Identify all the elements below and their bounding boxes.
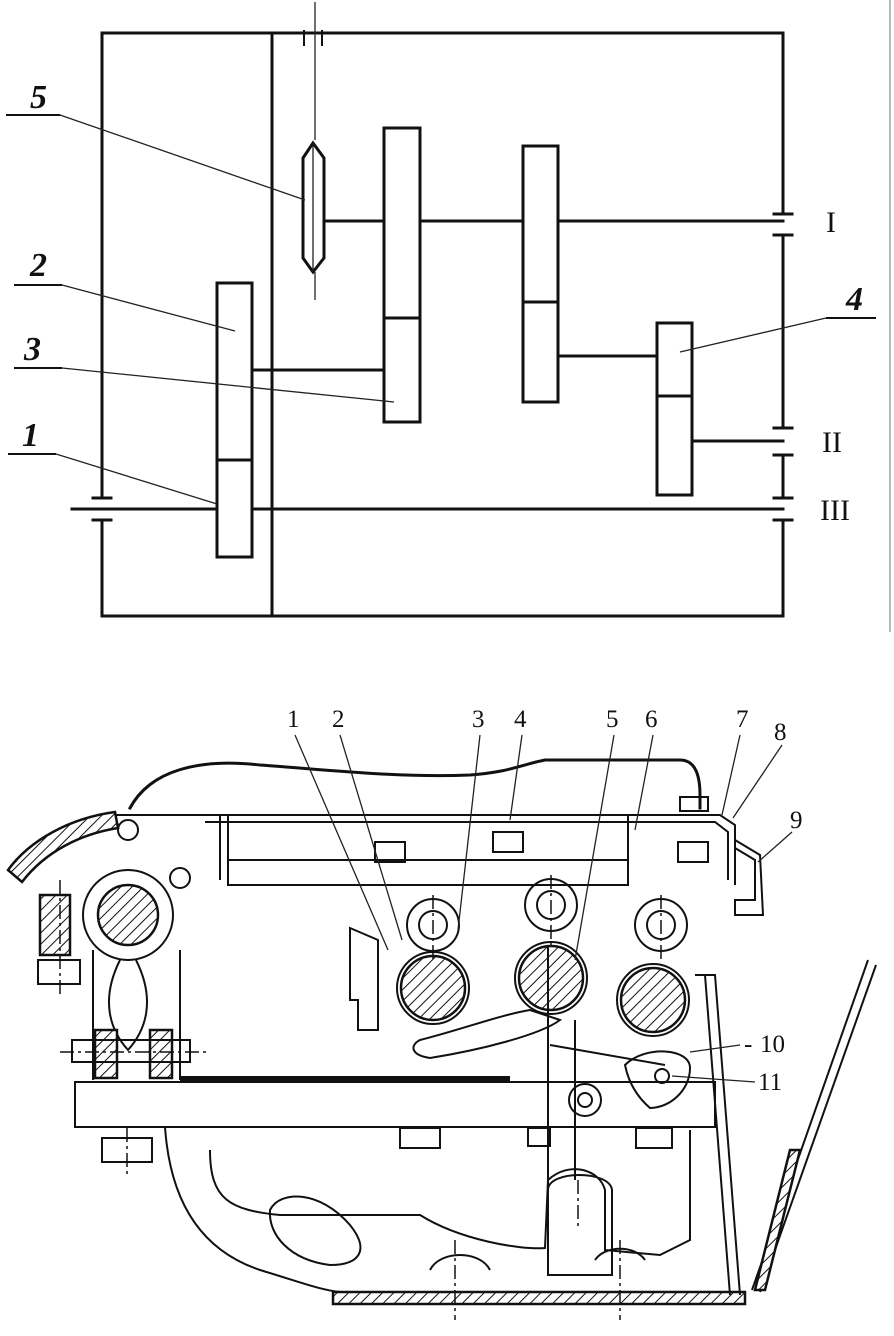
bevel-gear-5 xyxy=(303,143,324,272)
leader-lines-top xyxy=(6,115,876,504)
gear-block-3 xyxy=(384,128,420,422)
mech-label-4: 4 xyxy=(514,706,527,733)
part-label-5: 5 xyxy=(30,79,47,116)
part-label-2: 2 xyxy=(29,247,47,284)
top-cover xyxy=(130,760,763,915)
mech-label-1: 1 xyxy=(287,706,300,733)
shaft-label-I: I xyxy=(826,206,836,239)
part-label-3: 3 xyxy=(23,331,41,368)
base-plate xyxy=(333,1292,745,1304)
mech-label-10: 10 xyxy=(760,1031,785,1058)
shaft-label-III: III xyxy=(820,494,850,527)
mech-label-3: 3 xyxy=(472,706,485,733)
gear-block-1-2 xyxy=(217,283,252,557)
part-label-4: 4 xyxy=(845,281,863,318)
mech-label-9: 9 xyxy=(790,807,803,834)
vertical-shaft xyxy=(272,2,322,616)
drafting-mechanism: 1 2 3 4 5 6 7 8 9 - 10 11 xyxy=(8,706,876,1320)
right-guide xyxy=(752,960,876,1292)
mech-label-7: 7 xyxy=(736,706,749,733)
mech-label-5: 5 xyxy=(606,706,619,733)
gearbox-scheme: 5 2 3 1 4 I II III xyxy=(6,2,876,616)
shaft-label-II: II xyxy=(822,426,842,459)
mech-label-11: 11 xyxy=(758,1069,782,1096)
lower-beam xyxy=(75,1076,715,1175)
mech-label-6: 6 xyxy=(645,706,658,733)
bottom-rollers xyxy=(397,942,689,1036)
part-label-1: 1 xyxy=(22,417,39,454)
mech-label-8: 8 xyxy=(774,719,787,746)
gear-block-4 xyxy=(657,323,692,495)
gear-block-middle xyxy=(523,146,558,402)
mech-label-2: 2 xyxy=(332,706,345,733)
mech-label-10-prefix: - xyxy=(744,1031,752,1058)
left-pivot xyxy=(8,812,220,1080)
